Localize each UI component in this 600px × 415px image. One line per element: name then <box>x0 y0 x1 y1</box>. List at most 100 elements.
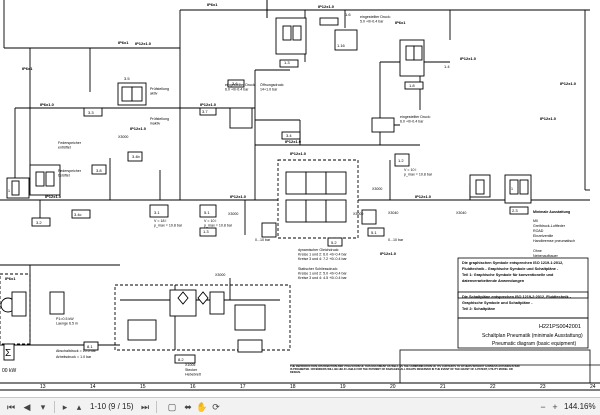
grid-number: 17 <box>240 384 246 390</box>
norm-text: Graphische Symbole und Schaltpläne - <box>462 301 533 305</box>
norm-text: Teil 1: Graphische Symbole für konventio… <box>462 273 554 277</box>
zoom-in-icon[interactable]: + <box>552 402 558 412</box>
pressure-label: IP6x1 <box>22 66 33 71</box>
pressure-label: IP6x1 <box>395 20 406 25</box>
diagram-shape <box>285 199 307 223</box>
legend-item: ROAD <box>533 229 544 233</box>
diagram-shape <box>361 209 377 225</box>
annotation: 1 <box>8 189 10 193</box>
pressure-label: IP6x1 <box>118 40 129 45</box>
pressure-label: IP12x1.0 <box>290 151 307 156</box>
diagram-shape <box>475 179 485 195</box>
annotation: Statischer Schliessdruck:Kreise 1 und 2:… <box>298 267 347 280</box>
diagram-shape <box>281 131 301 140</box>
diagram-shape <box>234 304 266 331</box>
diagram-shape <box>127 319 157 341</box>
component-tag: 3.1 <box>154 210 160 215</box>
diagram-shape <box>197 291 209 305</box>
pressure-label: IP12x1.0 <box>45 194 62 199</box>
legend-title: Minimale Ausstattung <box>533 210 570 214</box>
grid-number: 22 <box>490 384 496 390</box>
annotation: 1 <box>511 187 513 191</box>
annotation: 0...10 bar <box>388 238 404 242</box>
diagram-shape <box>305 199 327 223</box>
diagram-shape <box>261 222 277 238</box>
annotation: X3000 <box>372 187 382 191</box>
grid-number: 13 <box>40 384 46 390</box>
annotation: X3000 <box>353 212 363 216</box>
toolbar-separator <box>54 401 55 413</box>
component-tag: 3.7 <box>202 109 208 114</box>
diagram-shape <box>83 107 103 117</box>
component-tag: 8.1 <box>87 344 93 349</box>
component-tag: 5.2 <box>331 240 337 245</box>
fit-page-icon[interactable]: ▢ <box>167 402 177 412</box>
page-up-icon[interactable]: ▴ <box>76 402 82 412</box>
legend-item: Einzelventile <box>533 234 553 238</box>
annotation: eingestellter Druck:6.0 +0/-0.4 bar <box>225 83 256 91</box>
diagram-shape <box>285 171 307 195</box>
pressure-label: IP12x1.0 <box>540 116 557 121</box>
diagram-shape <box>177 291 189 305</box>
diagram-shape <box>279 59 299 68</box>
legend-item: Handbremse pneumatisch <box>533 239 575 243</box>
diagram-shape <box>199 227 217 237</box>
annotation: X3000 <box>118 135 128 139</box>
annotation: eingestellter Druck:6.0 +0/-0.4 bar <box>400 115 431 123</box>
pan-icon[interactable]: ✋ <box>196 402 208 412</box>
diagram-shape <box>11 291 27 317</box>
diagram-shape <box>509 179 519 195</box>
component-tag: 3.6 <box>232 81 238 86</box>
viewer-toolbar: ⏮ ◀ ▾ ▸ ▴ 1-10 (9 / 15) ⏭ ▢ ⬌ ✋ ⟳ − + 14… <box>0 397 600 415</box>
diagram-title-de: Schaltplan Pneumatik (minimale Ausstattu… <box>482 333 583 339</box>
norm-text: Teil 2: Schaltpläne <box>462 307 495 311</box>
zoom-level[interactable]: 144.16% <box>564 402 596 411</box>
annotation: Öffnungsdruck:14+1.0 bar <box>260 83 284 91</box>
pressure-label: IP12x1.0 <box>380 251 397 256</box>
diagram-shape <box>71 209 91 219</box>
pressure-label: IP12x1.0 <box>560 81 577 86</box>
grid-number: 19 <box>340 384 346 390</box>
rotate-icon[interactable]: ⟳ <box>212 402 220 412</box>
prev-page-icon[interactable]: ◀ <box>23 402 31 412</box>
diagram-shape <box>29 164 61 196</box>
pressure-label: IP12x1.0 <box>415 194 432 199</box>
diagram-shape <box>319 17 339 26</box>
pneumatic-diagram: Σ 13 14 15 16 17 18 19 20 21 22 23 <box>0 0 600 391</box>
diagram-shape <box>237 339 263 353</box>
grid-number: 21 <box>440 384 446 390</box>
last-page-icon[interactable]: ⏭ <box>140 402 150 412</box>
diagram-shape <box>367 227 385 237</box>
diagram-shape <box>282 25 292 41</box>
page-indicator[interactable]: 1-10 (9 / 15) <box>90 402 134 411</box>
component-tag: 3.5 <box>124 76 130 81</box>
diagram-shape <box>457 257 589 299</box>
fit-width-icon[interactable]: ⬌ <box>184 402 192 412</box>
diagram-shape <box>404 81 424 90</box>
grid-number: 24 <box>590 384 596 390</box>
next-page-icon[interactable]: ▸ <box>62 402 68 412</box>
component-tag: 1.16 <box>337 43 346 48</box>
component-tag: 1.3 <box>203 229 209 234</box>
grid-number: 23 <box>540 384 546 390</box>
diagram-shape <box>45 171 55 187</box>
diagram-shape <box>371 117 395 133</box>
component-tag: 8.2 <box>178 357 184 362</box>
page-down-icon[interactable]: ▾ <box>40 402 46 412</box>
diagram-shape <box>519 179 529 195</box>
diagram-shape <box>325 171 347 195</box>
diagram-text: Σ <box>5 348 11 359</box>
pressure-label: IP6x1 <box>5 276 16 281</box>
first-page-icon[interactable]: ⏮ <box>6 402 16 412</box>
diagram-shape <box>174 354 196 364</box>
zoom-out-icon[interactable]: − <box>540 402 546 412</box>
legend-item: Ohne <box>533 249 542 253</box>
diagram-shape <box>229 107 253 129</box>
annotation: Arbeitsdruck = 1.0 bar <box>56 355 92 359</box>
component-tag: 1.3 <box>284 60 290 65</box>
diagram-shape <box>199 107 217 116</box>
annotation: X1005 <box>185 363 195 367</box>
diagram-shape <box>31 217 51 227</box>
